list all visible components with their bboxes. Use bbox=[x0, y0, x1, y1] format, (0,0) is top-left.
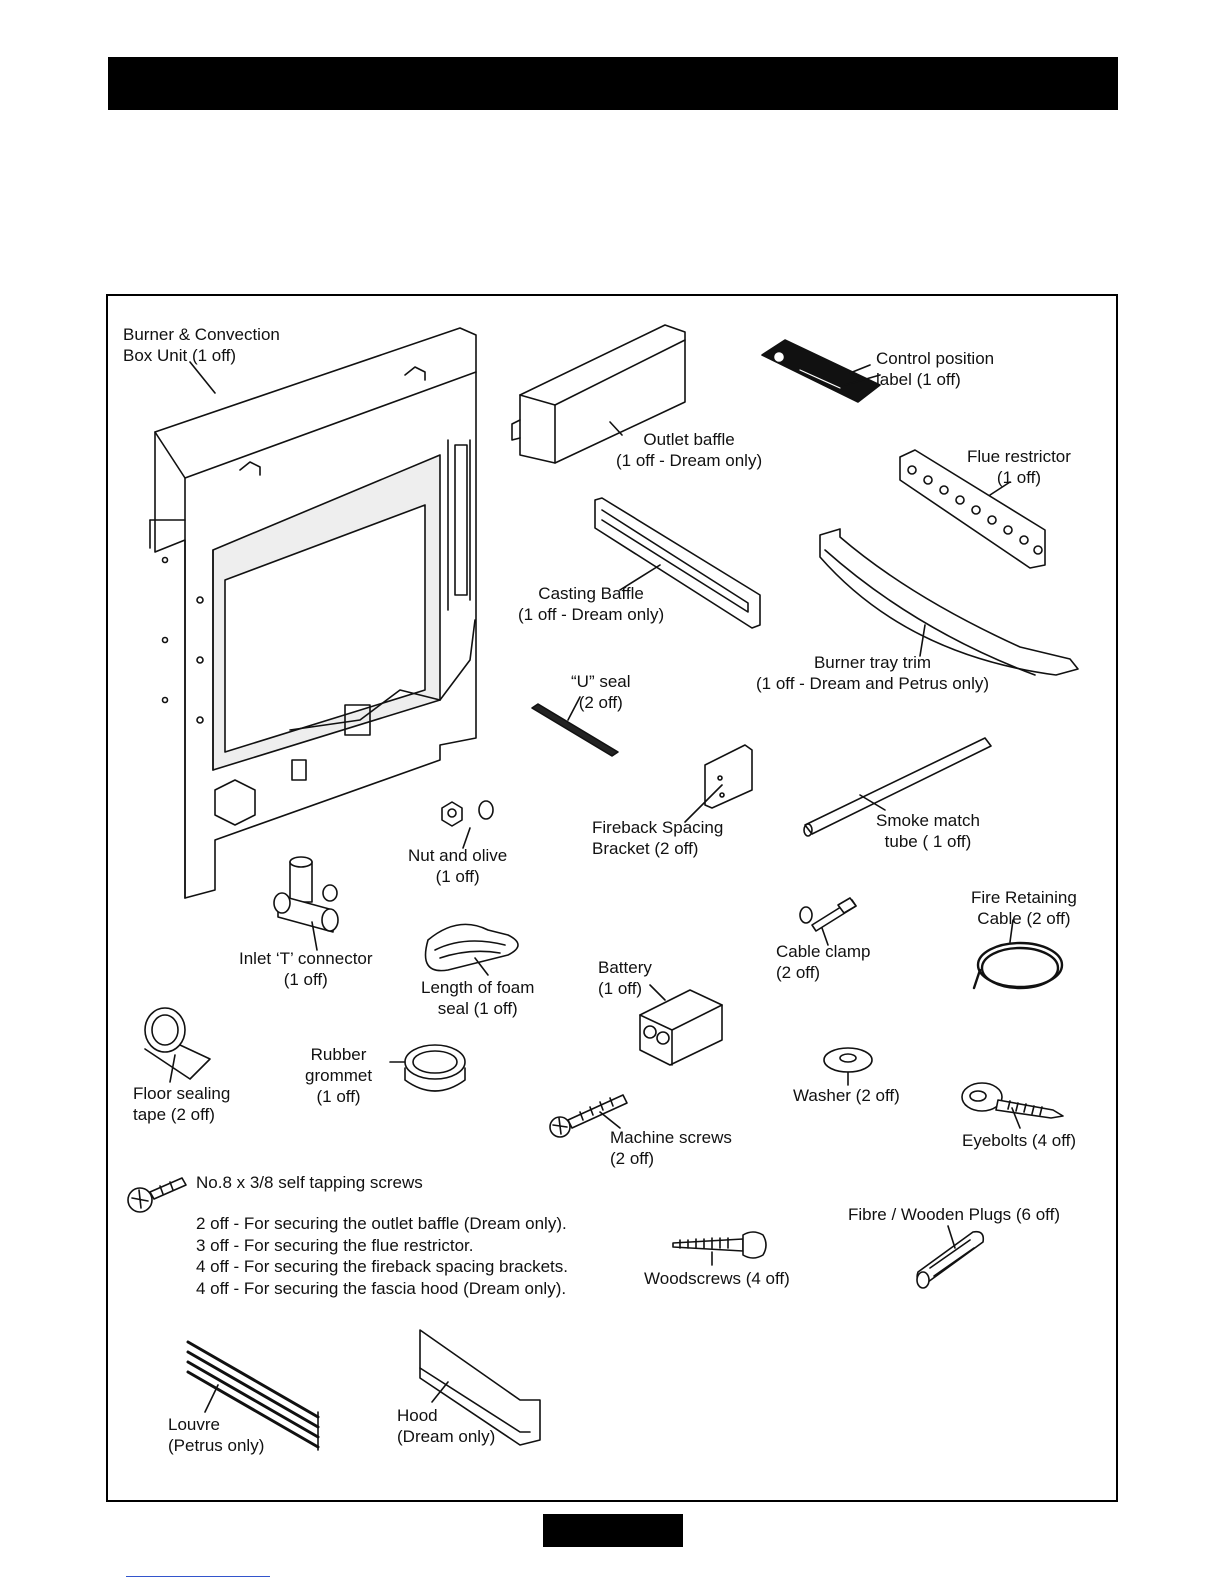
note-line: 3 off - For securing the flue restrictor… bbox=[196, 1235, 474, 1255]
plug-drawing bbox=[916, 1230, 985, 1289]
nut-olive-drawing bbox=[441, 800, 494, 827]
u-seal-drawing bbox=[531, 703, 619, 757]
louvre-drawing bbox=[186, 1340, 320, 1451]
flue-restrictor-drawing bbox=[899, 449, 1046, 569]
outlet-baffle-drawing bbox=[511, 324, 686, 464]
foam-seal-drawing bbox=[424, 923, 519, 972]
label-louvre: Louvre(Petrus only) bbox=[168, 1415, 265, 1455]
label-casting-baffle: Casting Baffle(1 off - Dream only) bbox=[518, 584, 665, 624]
inlet-t-drawing bbox=[273, 856, 339, 933]
label-plugs: Fibre / Wooden Plugs (6 off) bbox=[848, 1205, 1060, 1224]
cable-clamp-drawing bbox=[799, 897, 857, 932]
burner-unit-drawing bbox=[149, 327, 477, 899]
note-line: 4 off - For securing the fireback spacin… bbox=[196, 1257, 568, 1276]
self-tapping-title: No.8 x 3/8 self tapping screws bbox=[196, 1173, 423, 1192]
note-line: 2 off - For securing the outlet baffle (… bbox=[196, 1214, 567, 1233]
grommet-drawing bbox=[404, 1044, 466, 1092]
label-eyebolts: Eyebolts (4 off) bbox=[962, 1131, 1077, 1150]
battery-drawing bbox=[639, 989, 723, 1066]
label-u-seal: “U” seal(2 off) bbox=[571, 672, 631, 712]
label-hood: Hood(Dream only) bbox=[397, 1406, 496, 1446]
label-burner-tray-trim: Burner tray trim(1 off - Dream and Petru… bbox=[756, 653, 990, 693]
self-tapping-screw-drawing bbox=[127, 1177, 187, 1213]
fireback-bracket-drawing bbox=[704, 744, 753, 809]
label-machine-screws: Machine screws(2 off) bbox=[610, 1128, 732, 1168]
label-battery: Battery(1 off) bbox=[598, 958, 652, 998]
washer-drawing bbox=[823, 1047, 873, 1073]
leader-lines bbox=[169, 361, 1021, 1413]
casting-baffle-drawing bbox=[594, 497, 761, 629]
header-bar bbox=[108, 57, 1118, 110]
woodscrew-drawing bbox=[672, 1231, 767, 1259]
label-cable-clamp: Cable clamp(2 off) bbox=[776, 942, 871, 982]
label-nut-olive: Nut and olive(1 off) bbox=[408, 846, 508, 886]
parts-frame bbox=[106, 294, 1118, 1502]
machine-screw-drawing bbox=[549, 1094, 628, 1138]
burner-tray-trim-drawing bbox=[819, 528, 1079, 676]
floor-tape-drawing bbox=[144, 1007, 211, 1080]
smoke-tube-drawing bbox=[803, 737, 992, 837]
label-washer: Washer (2 off) bbox=[793, 1086, 900, 1105]
eyebolt-drawing bbox=[961, 1082, 1064, 1119]
label-outlet-baffle: Outlet baffle(1 off - Dream only) bbox=[616, 430, 763, 470]
label-inlet-t: Inlet ‘T’ connector(1 off) bbox=[239, 949, 373, 989]
label-woodscrews: Woodscrews (4 off) bbox=[644, 1269, 790, 1288]
hood-drawing bbox=[419, 1329, 541, 1446]
fire-cable-drawing bbox=[972, 941, 1064, 990]
label-flue-restrictor: Flue restrictor(1 off) bbox=[967, 447, 1071, 487]
footer-link-underline[interactable] bbox=[126, 1576, 270, 1577]
page-number-bar bbox=[543, 1514, 683, 1547]
self-tapping-notes: 2 off - For securing the outlet baffle (… bbox=[196, 1213, 568, 1299]
note-line: 4 off - For securing the fascia hood (Dr… bbox=[196, 1278, 567, 1298]
control-label-drawing bbox=[761, 339, 881, 403]
